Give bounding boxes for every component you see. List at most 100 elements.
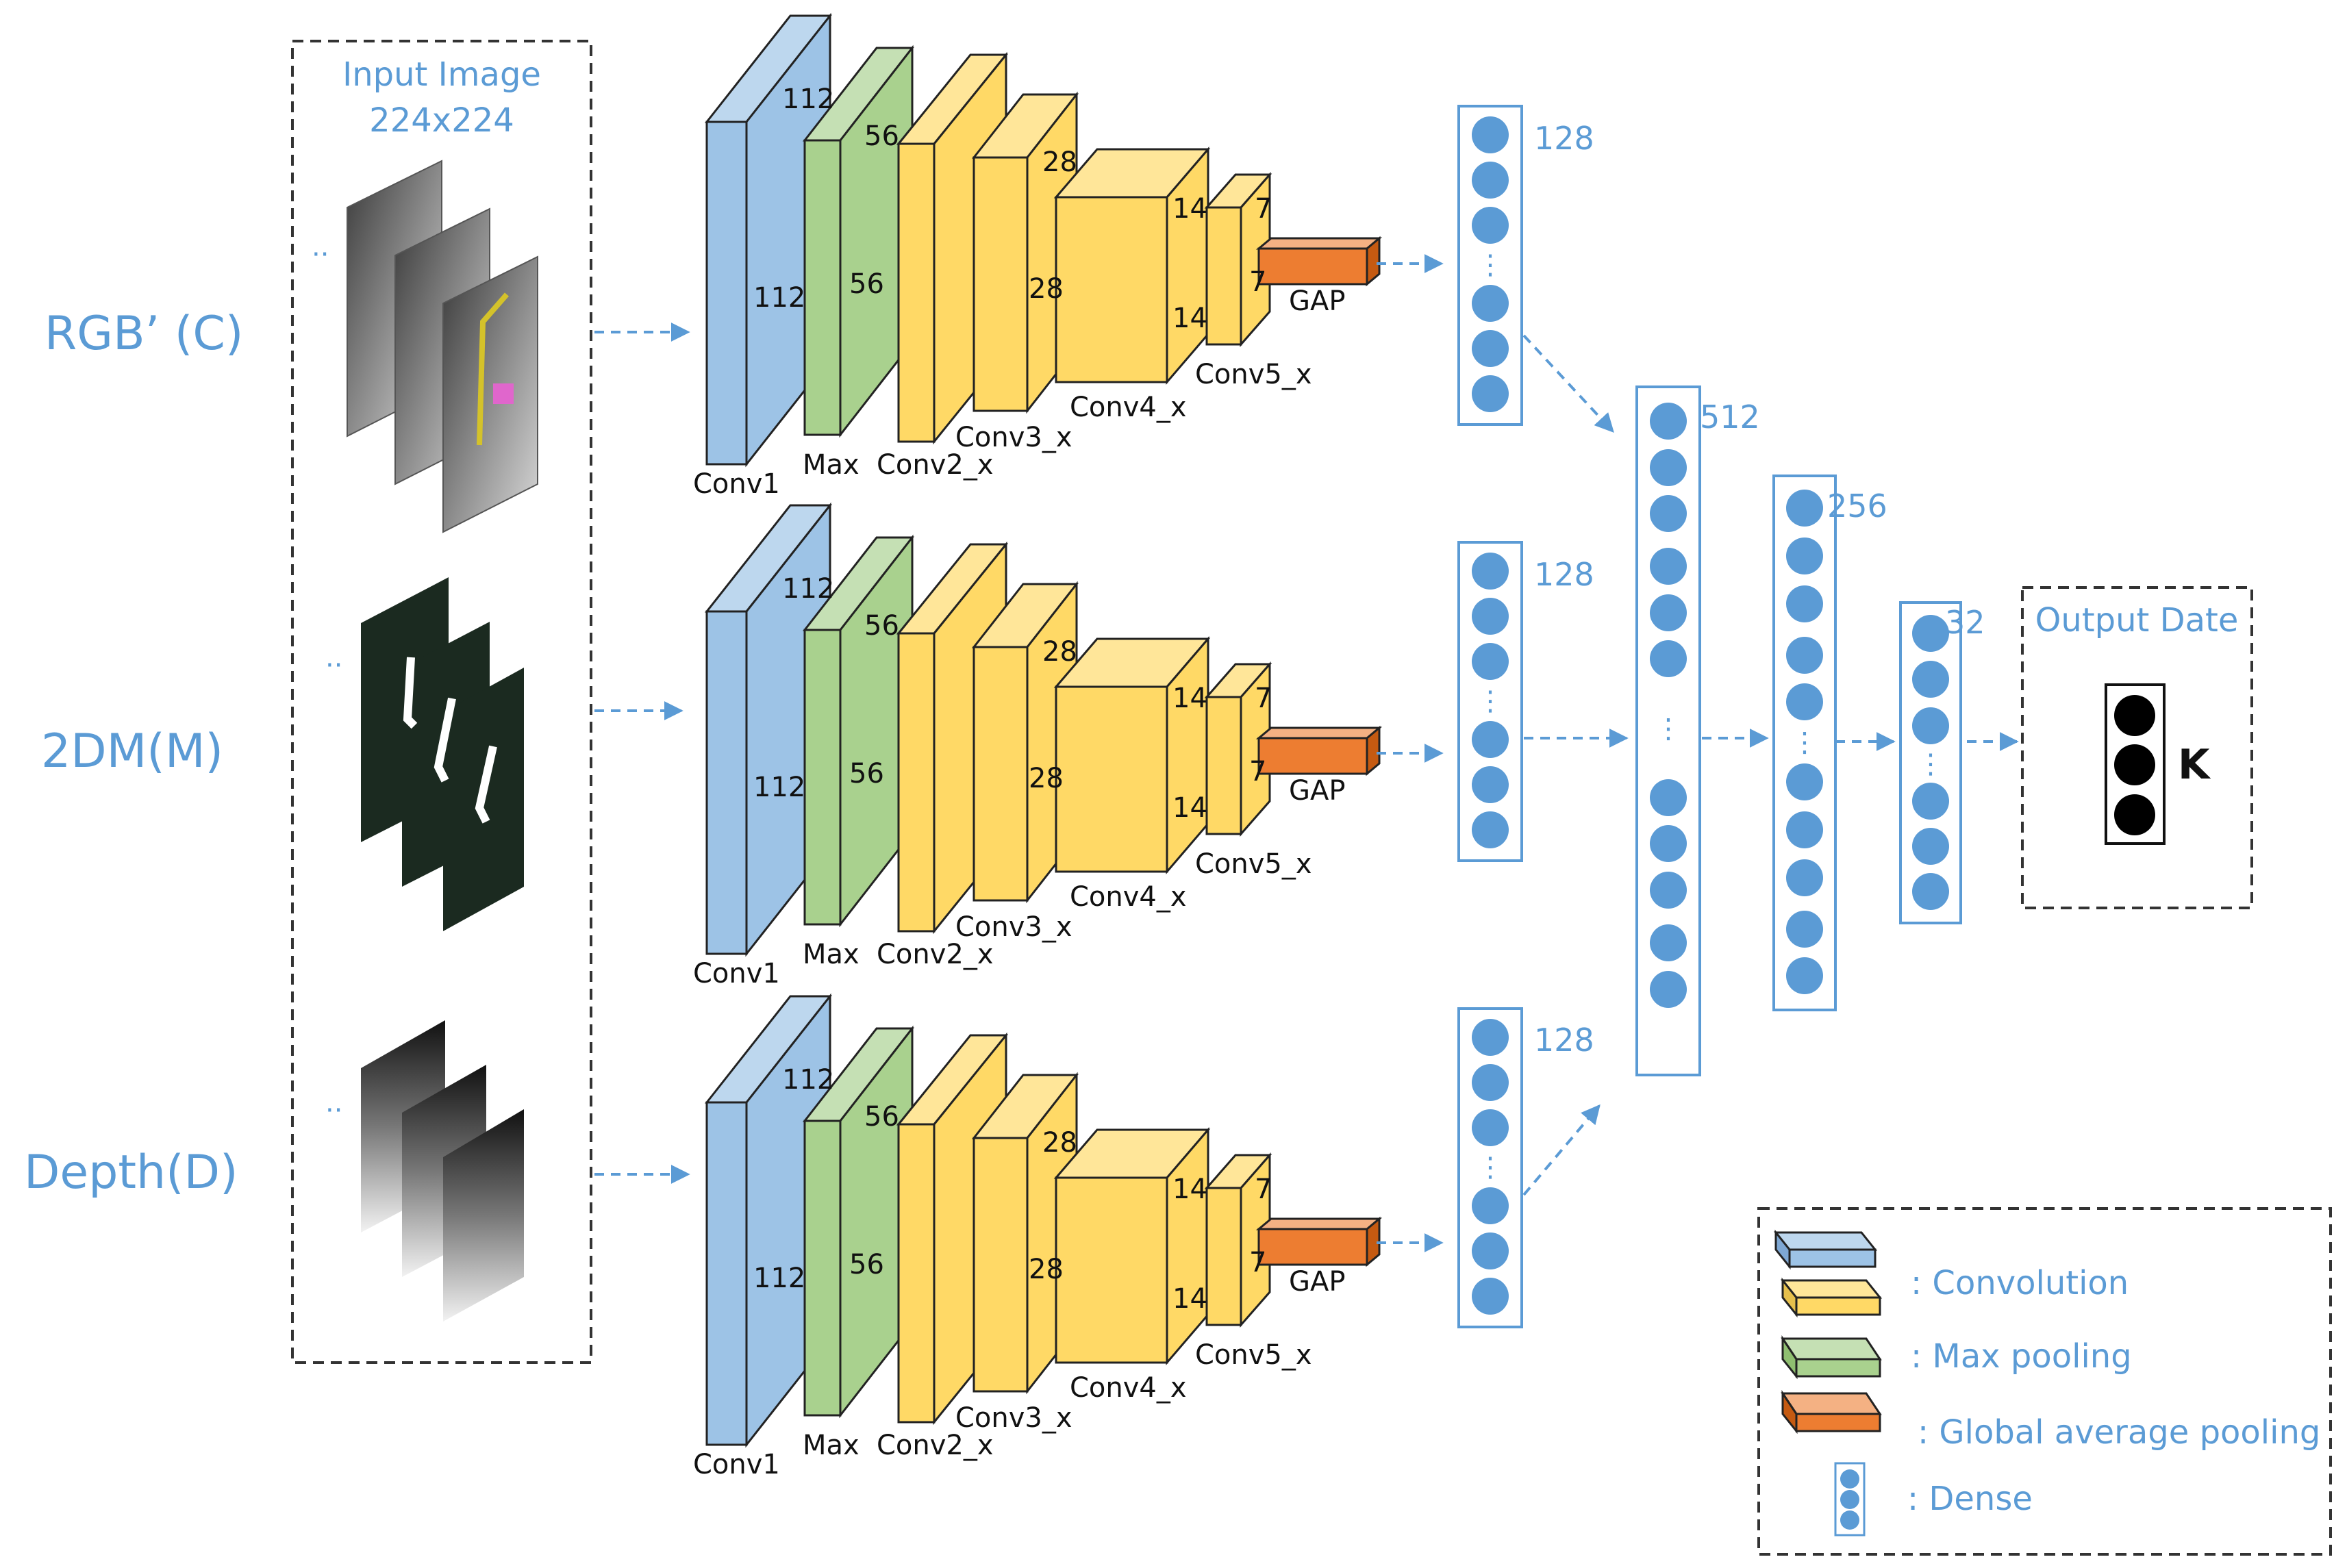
legend-dense-swatch (1834, 1462, 1866, 1537)
dense-node (1472, 1109, 1509, 1146)
layer-label-conv2: Conv2_x (877, 1430, 994, 1461)
conv5-block (1204, 172, 1272, 347)
conv5-block (1204, 661, 1272, 837)
dense-node (1786, 911, 1823, 948)
layer-label-conv5: Conv5_x (1195, 848, 1312, 880)
layer-label-conv5: Conv5_x (1195, 1339, 1312, 1371)
output-title: Output Date (2035, 601, 2239, 640)
rgb-dots: ·· (312, 239, 329, 270)
dense-node (1472, 721, 1509, 758)
dense-ellipsis: ⋮ (1477, 249, 1504, 281)
conv4-block (1053, 146, 1211, 385)
legend-label-dense: : Dense (1907, 1480, 2033, 1518)
layer-label-max: Max (803, 1430, 859, 1461)
dense-node (1650, 872, 1687, 909)
dim-label-conv4-top: 14 (1172, 683, 1207, 714)
output-node (2114, 794, 2155, 835)
max-pool-block (802, 534, 915, 928)
legend-label-max-pooling: : Max pooling (1911, 1337, 2132, 1376)
input-image-title-line1: Input Image (342, 55, 541, 94)
legend-conv-swatch-blue (1773, 1229, 1878, 1270)
dim-label-conv1-top: 112 (782, 573, 834, 605)
dim-label-conv3-top: 28 (1042, 147, 1077, 178)
dense-node (1472, 1187, 1509, 1224)
conv3-block (971, 581, 1079, 904)
dense-label-rgb: 128 (1534, 120, 1594, 157)
dense-node (1912, 707, 1949, 744)
rgb-frames (347, 160, 538, 533)
dim-label-conv5-side: 7 (1249, 1247, 1266, 1278)
dense-node (1650, 495, 1687, 532)
dim-label-conv5-top: 7 (1255, 193, 1272, 225)
layer-label-conv3: Conv3_x (955, 911, 1072, 943)
layer-label-gap: GAP (1289, 1266, 1345, 1298)
layer-label-max: Max (803, 449, 859, 481)
gap-block (1255, 236, 1383, 287)
output-node (2114, 744, 2155, 785)
input-image-title-line2: 224x224 (369, 101, 514, 140)
dim-label-conv3-top: 28 (1042, 636, 1077, 668)
layer-label-gap: GAP (1289, 286, 1345, 317)
dim-label-conv1-side: 112 (753, 772, 805, 803)
dense-node (1650, 594, 1687, 631)
layer-label-conv2: Conv2_x (877, 939, 994, 970)
dense-column-rgb: ⋮ (1457, 105, 1523, 426)
dense-label-512: 512 (1700, 399, 1760, 435)
dim-label-conv3-top: 28 (1042, 1127, 1077, 1159)
legend-gap-swatch (1781, 1390, 1882, 1434)
legend-max-swatch (1781, 1335, 1882, 1380)
dim-label-conv4-side: 14 (1172, 1283, 1207, 1315)
dense-node (1472, 1232, 1509, 1269)
dense-node (1786, 811, 1823, 848)
max-pool-block (802, 1025, 915, 1419)
gap-block (1255, 1216, 1383, 1267)
dense-node (1912, 661, 1949, 698)
output-box (2021, 586, 2253, 909)
dim-label-conv3-side: 28 (1029, 763, 1064, 794)
conv4-block (1053, 635, 1211, 875)
dim-label-conv1-side: 112 (753, 1263, 805, 1294)
dim-label-conv4-top: 14 (1172, 193, 1207, 225)
arrow-dense-depth-to-512 (1522, 1104, 1601, 1196)
dense-node (1786, 683, 1823, 720)
layer-label-max: Max (803, 939, 859, 970)
dense-ellipsis: ⋮ (1477, 685, 1504, 717)
dense-node (1786, 585, 1823, 622)
max-pool-block (802, 45, 915, 438)
dense-ellipsis: ⋮ (1791, 727, 1818, 759)
layer-label-conv3: Conv3_x (955, 1402, 1072, 1434)
arrow-dense-rgb-to-512 (1522, 334, 1614, 433)
dense-node (1650, 924, 1687, 961)
dense-ellipsis: ⋮ (1477, 1152, 1504, 1183)
dense-layer-frame (1457, 1007, 1523, 1328)
dense-node (1472, 643, 1509, 680)
dense-ellipsis: ⋮ (1655, 713, 1682, 745)
dense-node (1786, 490, 1823, 527)
legend-label-convolution: : Convolution (1911, 1264, 2129, 1302)
conv5-block (1204, 1152, 1272, 1328)
dense-column-512: ⋮ (1635, 385, 1701, 1076)
input-image-box (291, 40, 592, 1364)
dim-label-conv1-top: 112 (782, 84, 834, 115)
dense-node (1912, 783, 1949, 820)
conv4-block (1053, 1126, 1211, 1366)
output-node (2114, 695, 2155, 736)
dim-label-max-side: 56 (849, 1249, 884, 1280)
dense-node (1912, 873, 1949, 910)
dense-node (1472, 1064, 1509, 1101)
dense-label-2dm: 128 (1534, 556, 1594, 593)
dim-label-conv4-side: 14 (1172, 792, 1207, 824)
dense-column-32: ⋮ (1899, 601, 1962, 924)
dense-node (1786, 538, 1823, 574)
dense-node (1786, 763, 1823, 800)
modality-label-rgb: RGB’ (C) (45, 307, 243, 361)
dense-node (1472, 1278, 1509, 1315)
legend-label-gap: : Global average pooling (1918, 1413, 2320, 1452)
legend-box (1757, 1207, 2332, 1556)
dense-column-256: ⋮ (1772, 475, 1837, 1011)
dense-node (1472, 1019, 1509, 1056)
dim-label-max-top: 56 (864, 121, 899, 152)
dense-node (1472, 598, 1509, 635)
